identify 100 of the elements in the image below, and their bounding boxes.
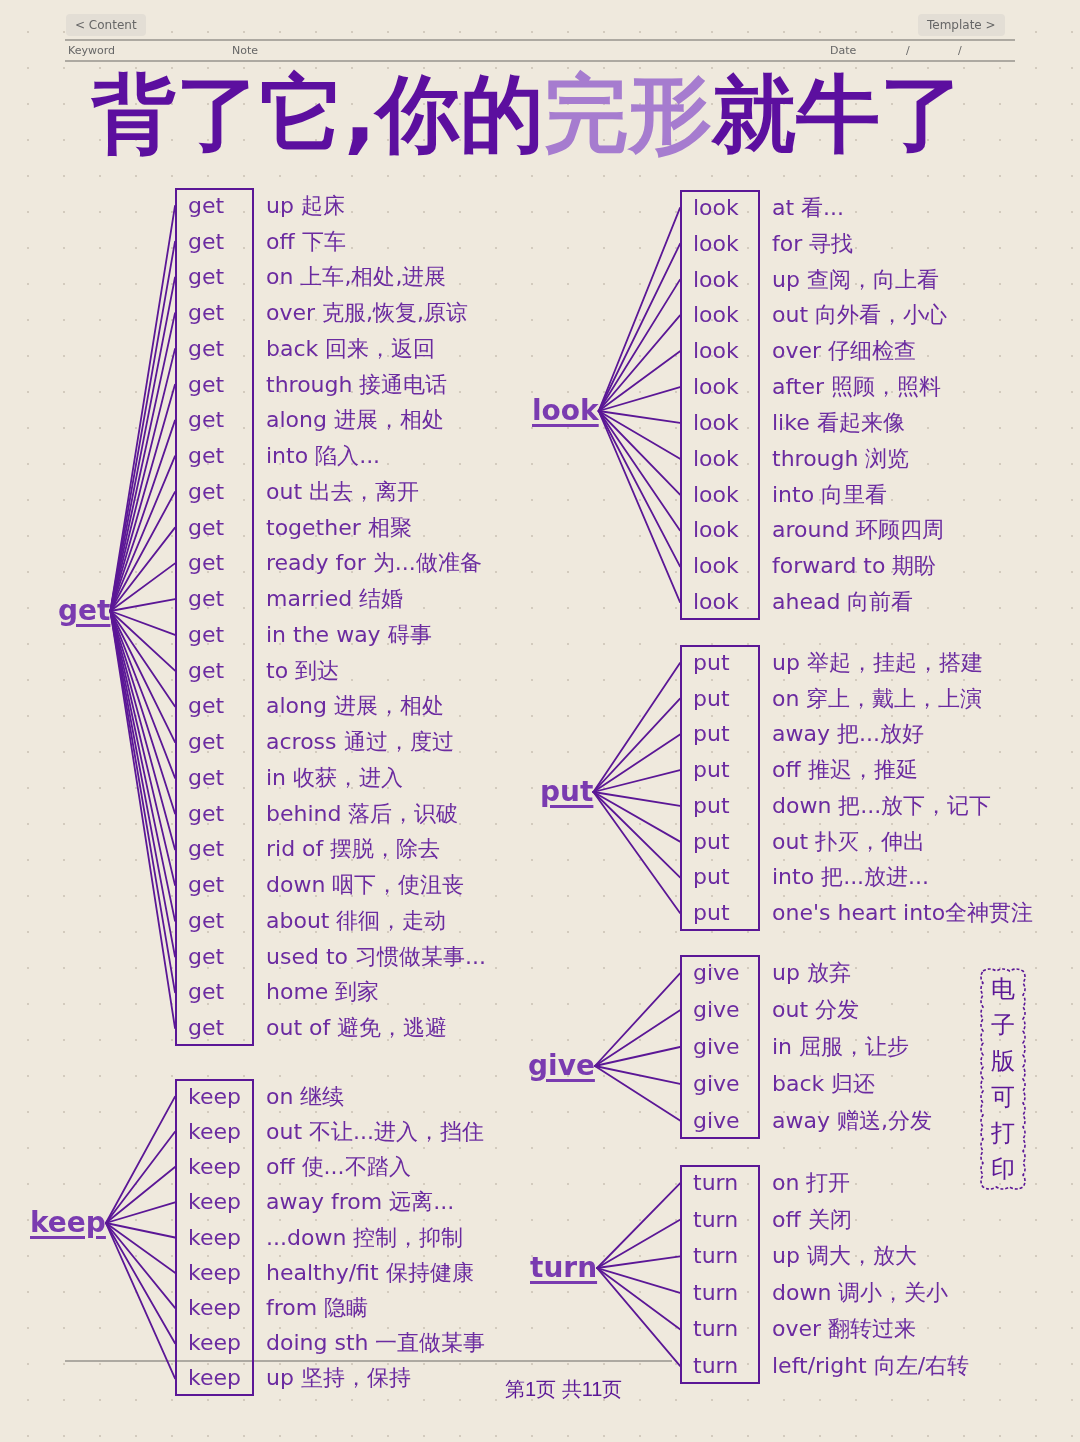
meaning-text: out of 避免，逃避 [266, 1014, 448, 1043]
verb-word: get [175, 942, 225, 971]
verb-word: get [175, 299, 225, 328]
verb-word: put [680, 827, 730, 856]
connector-line [597, 278, 681, 412]
connector-line [592, 791, 681, 807]
meaning-text: left/right 向左/右转 [772, 1351, 970, 1380]
verb-word: put [680, 863, 730, 892]
verb-word: turn [680, 1205, 739, 1234]
verb-word: put [680, 720, 730, 749]
meaning-text: up 放弃 [772, 959, 851, 988]
meaning-text: along 进展，相处 [266, 406, 444, 435]
root-verb-heading: give [528, 1048, 595, 1084]
verb-word: put [680, 791, 730, 820]
verb-word: get [175, 656, 225, 685]
verb-word: give [680, 996, 740, 1025]
verb-column-box [175, 188, 254, 1046]
root-verb-heading: look [532, 393, 599, 429]
connector-line [105, 1222, 176, 1239]
verb-word: keep [175, 1258, 241, 1287]
verb-word: look [680, 480, 739, 509]
verb-word: look [680, 193, 739, 222]
date-slash: / [906, 44, 910, 58]
meaning-text: through 浏览 [772, 444, 910, 473]
connector-line [594, 1009, 681, 1067]
meaning-text: off 使...不踏入 [266, 1153, 411, 1182]
verb-column-box [680, 955, 760, 1139]
meaning-text: home 到家 [266, 978, 380, 1007]
verb-word: give [680, 959, 740, 988]
verb-word: get [175, 692, 225, 721]
verb-word: give [680, 1033, 740, 1061]
nav-tab: < Content [66, 14, 146, 36]
verb-word: get [175, 334, 225, 363]
meaning-text: from 隐瞒 [266, 1293, 369, 1322]
connector-line [596, 1267, 681, 1367]
meaning-text: along 进展，相处 [266, 692, 444, 721]
meaning-text: ready for 为...做准备 [266, 549, 482, 578]
meaning-text: over 仔细检查 [772, 337, 917, 366]
meaning-text: over 克服,恢复,原谅 [266, 299, 469, 328]
meaning-text: in the way 碍事 [266, 620, 432, 649]
connector-line [596, 1255, 681, 1269]
verb-word: give [680, 1069, 740, 1098]
connector-line [592, 662, 681, 793]
meaning-text: on 穿上，戴上，上演 [772, 684, 983, 713]
verb-word: keep [175, 1329, 241, 1358]
verb-word: get [175, 513, 225, 542]
connector-line [109, 598, 176, 612]
meaning-text: away from 远离... [266, 1188, 455, 1217]
verb-word: get [175, 477, 225, 506]
meaning-text: on 打开 [772, 1169, 851, 1198]
verb-word: look [680, 301, 739, 330]
verb-word: keep [175, 1153, 241, 1182]
verb-word: turn [680, 1278, 739, 1307]
meaning-text: off 推迟，推延 [772, 756, 918, 785]
meaning-text: over 翻转过来 [772, 1315, 917, 1344]
verb-word: put [680, 684, 730, 713]
verb-word: get [175, 549, 225, 578]
verb-word: get [175, 191, 225, 220]
connector-line [592, 791, 681, 843]
connector-line [105, 1166, 176, 1224]
meaning-text: on 上车,相处,进展 [266, 263, 447, 292]
meaning-text: to 到达 [266, 656, 340, 685]
meaning-text: ...down 控制，抑制 [266, 1223, 464, 1252]
meaning-text: away 把...放好 [772, 720, 924, 749]
meaning-text: rid of 摆脱，除去 [266, 835, 441, 864]
meaning-text: ahead 向前看 [772, 588, 914, 617]
meaning-text: forward to 期盼 [772, 552, 937, 581]
meaning-text: for 寻找 [772, 229, 854, 258]
connector-line [597, 314, 681, 412]
verb-word: get [175, 585, 225, 614]
page-number: 第1页 共11页 [505, 1377, 623, 1402]
connector-line [594, 1065, 681, 1085]
meaning-text: away 赠送,分发 [772, 1106, 932, 1135]
connector-line [105, 1130, 176, 1224]
meaning-text: out 出去，离开 [266, 477, 420, 506]
meaning-text: out 扑灭，伸出 [772, 827, 926, 856]
meaning-text: together 相聚 [266, 513, 412, 542]
connector-line [597, 350, 681, 412]
meaning-text: into 把...放进... [772, 863, 930, 892]
field-label: Note [232, 44, 259, 58]
verb-word: look [680, 229, 739, 258]
root-verb-heading: get [58, 593, 111, 629]
connector-line [594, 972, 681, 1067]
connector-line [592, 791, 681, 914]
meaning-text: healthy/fit 保持健康 [266, 1258, 474, 1287]
meaning-text: into 向里看 [772, 480, 888, 509]
meaning-text: across 通过，度过 [266, 728, 454, 757]
meaning-text: on 继续 [266, 1082, 345, 1111]
connector-line [105, 1201, 176, 1224]
verb-word: turn [680, 1315, 739, 1344]
meaning-text: off 关闭 [772, 1205, 852, 1234]
meaning-text: out 向外看，小心 [772, 301, 948, 330]
verb-word: put [680, 756, 730, 785]
verb-word: get [175, 1014, 225, 1043]
meaning-text: at 看... [772, 193, 845, 222]
meaning-text: married 结婚 [266, 585, 404, 614]
title: 背了它,你的完形就牛了 [92, 64, 964, 165]
connector-line [109, 610, 176, 672]
connector-line [105, 1222, 176, 1309]
verb-word: look [680, 588, 739, 617]
